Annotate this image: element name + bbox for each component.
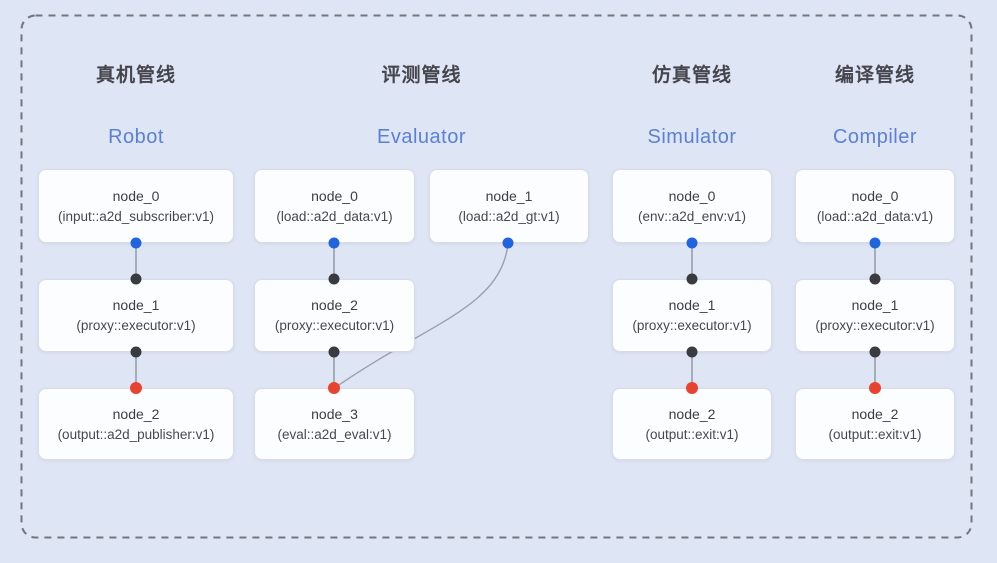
node-detail: (proxy::executor:v1) <box>815 318 935 333</box>
node-name: node_2 <box>851 405 899 422</box>
pipeline-title-en-robot: Robot <box>108 126 164 148</box>
pipeline-title-cn-compiler: 编译管线 <box>834 65 915 86</box>
node-detail: (load::a2d_data:v1) <box>816 208 934 224</box>
node-name: node_1 <box>851 297 899 313</box>
pipeline-title-cn-simulator: 仿真管线 <box>651 65 732 86</box>
node-detail: (output::exit:v1) <box>828 426 922 442</box>
pipeline-title-cn-evaluator: 评测管线 <box>381 65 462 86</box>
node-name: node_0 <box>311 187 358 204</box>
node-simulator-1: node_1 (proxy::executor:v1) <box>612 279 772 352</box>
node-name: node_0 <box>668 187 716 204</box>
node-name: node_2 <box>311 297 358 313</box>
node-name: node_2 <box>112 405 160 422</box>
node-simulator-0: node_0 (env::a2d_env:v1) <box>612 169 772 243</box>
node-name: node_1 <box>112 297 160 313</box>
node-compiler-1: node_1 (proxy::executor:v1) <box>795 279 955 352</box>
node-detail: (proxy::executor:v1) <box>274 318 395 333</box>
node-compiler-2: node_2 (output::exit:v1) <box>795 388 955 460</box>
node-evaluator-1: node_1 (load::a2d_gt:v1) <box>429 169 589 243</box>
node-name: node_1 <box>485 187 533 204</box>
node-robot-1: node_1 (proxy::executor:v1) <box>38 279 234 352</box>
node-name: node_0 <box>851 187 899 204</box>
node-evaluator-0: node_0 (load::a2d_data:v1) <box>254 169 415 243</box>
node-evaluator-2: node_2 (proxy::executor:v1) <box>254 279 415 352</box>
pipeline-title-cn-robot: 真机管线 <box>95 65 176 86</box>
node-evaluator-3: node_3 (eval::a2d_eval:v1) <box>254 388 415 460</box>
node-detail: (input::a2d_subscriber:v1) <box>57 208 215 224</box>
node-detail: (output::exit:v1) <box>645 426 739 442</box>
node-detail: (proxy::executor:v1) <box>632 318 752 333</box>
node-detail: (env::a2d_env:v1) <box>637 208 747 224</box>
node-detail: (load::a2d_data:v1) <box>276 208 393 224</box>
pipeline-title-en-compiler: Compiler <box>832 126 918 148</box>
node-name: node_3 <box>311 405 358 422</box>
node-detail: (proxy::executor:v1) <box>76 318 196 333</box>
node-compiler-0: node_0 (load::a2d_data:v1) <box>795 169 955 243</box>
node-detail: (output::a2d_publisher:v1) <box>57 426 215 442</box>
node-detail: (eval::a2d_eval:v1) <box>277 426 392 442</box>
pipeline-title-en-evaluator: Evaluator <box>377 126 466 148</box>
node-name: node_2 <box>668 405 716 422</box>
node-detail: (load::a2d_gt:v1) <box>458 208 560 224</box>
node-name: node_1 <box>668 297 716 313</box>
pipeline-title-en-simulator: Simulator <box>647 126 737 148</box>
node-name: node_0 <box>112 187 160 204</box>
node-robot-2: node_2 (output::a2d_publisher:v1) <box>38 388 234 460</box>
node-simulator-2: node_2 (output::exit:v1) <box>612 388 772 460</box>
node-robot-0: node_0 (input::a2d_subscriber:v1) <box>38 169 234 243</box>
